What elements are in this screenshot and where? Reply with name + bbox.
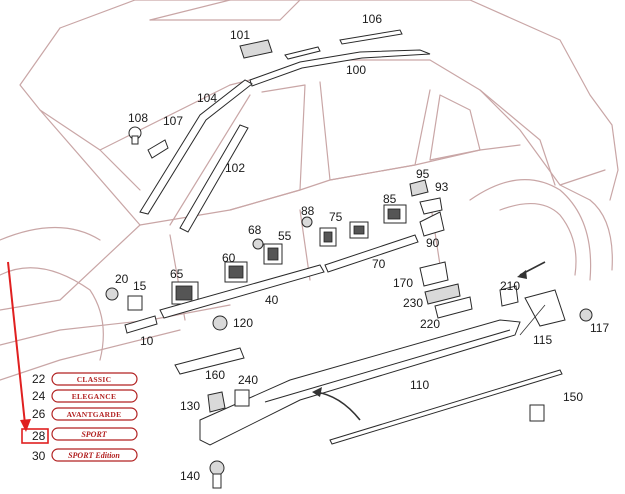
callout-106: 106 <box>362 12 382 26</box>
badge-label-classic: CLASSIC <box>77 375 112 384</box>
badge-label-sport-edition: SPORT Edition <box>68 451 120 460</box>
badge-sport-edition <box>51 448 138 462</box>
badge-number-24: 24 <box>32 389 46 403</box>
callout-120: 120 <box>233 316 253 330</box>
badge-sport <box>51 427 138 441</box>
callout-15: 15 <box>133 279 147 293</box>
callout-150: 150 <box>563 390 583 404</box>
badge-label-sport: SPORT <box>81 430 107 439</box>
callout-68: 68 <box>248 223 262 237</box>
callout-85: 85 <box>383 192 397 206</box>
callout-240: 240 <box>238 373 258 387</box>
callout-110: 110 <box>410 378 429 392</box>
callout-88: 88 <box>301 204 315 218</box>
parts <box>105 29 593 489</box>
callout-220: 220 <box>420 317 440 331</box>
callout-labels: 101 106 100 104 108 107 102 95 93 88 75 … <box>115 12 609 483</box>
callout-101: 101 <box>230 28 250 42</box>
callout-107: 107 <box>163 114 183 128</box>
badge-number-30: 30 <box>32 449 46 463</box>
badge-label-elegance: ELEGANCE <box>72 392 117 401</box>
highlight-box-28 <box>21 428 49 444</box>
badge-avantgarde <box>51 407 138 421</box>
callout-10: 10 <box>140 334 154 348</box>
callout-102: 102 <box>225 161 245 175</box>
callout-130: 130 <box>180 399 200 413</box>
callout-65: 65 <box>170 267 184 281</box>
callout-75: 75 <box>329 210 343 224</box>
badge-list: 22 CLASSIC 24 ELEGANCE 26 AVANTGARDE 28 … <box>21 372 138 463</box>
badge-number-22: 22 <box>32 372 46 386</box>
callout-90: 90 <box>426 236 440 250</box>
callout-117: 117 <box>590 321 609 335</box>
badge-label-avantgarde: AVANTGARDE <box>67 410 122 419</box>
callout-210: 210 <box>500 279 520 293</box>
callout-55: 55 <box>278 229 292 243</box>
callout-108: 108 <box>128 111 148 125</box>
callout-100: 100 <box>346 63 366 77</box>
callout-40: 40 <box>265 293 279 307</box>
car-outline <box>0 0 619 381</box>
red-annotation-arrow <box>7 261 31 432</box>
callout-104: 104 <box>197 91 217 105</box>
callout-140: 140 <box>180 469 200 483</box>
callout-170: 170 <box>393 276 413 290</box>
callout-115: 115 <box>533 333 552 347</box>
callout-70: 70 <box>372 257 386 271</box>
badge-number-26: 26 <box>32 407 46 421</box>
callout-160: 160 <box>205 368 225 382</box>
callout-93: 93 <box>435 180 449 194</box>
callout-95: 95 <box>416 167 430 181</box>
badge-number-28: 28 <box>32 429 46 443</box>
badge-classic <box>51 372 138 386</box>
callout-60: 60 <box>222 251 236 265</box>
badge-elegance <box>51 389 138 403</box>
callout-20: 20 <box>115 272 129 286</box>
callout-230: 230 <box>403 296 423 310</box>
